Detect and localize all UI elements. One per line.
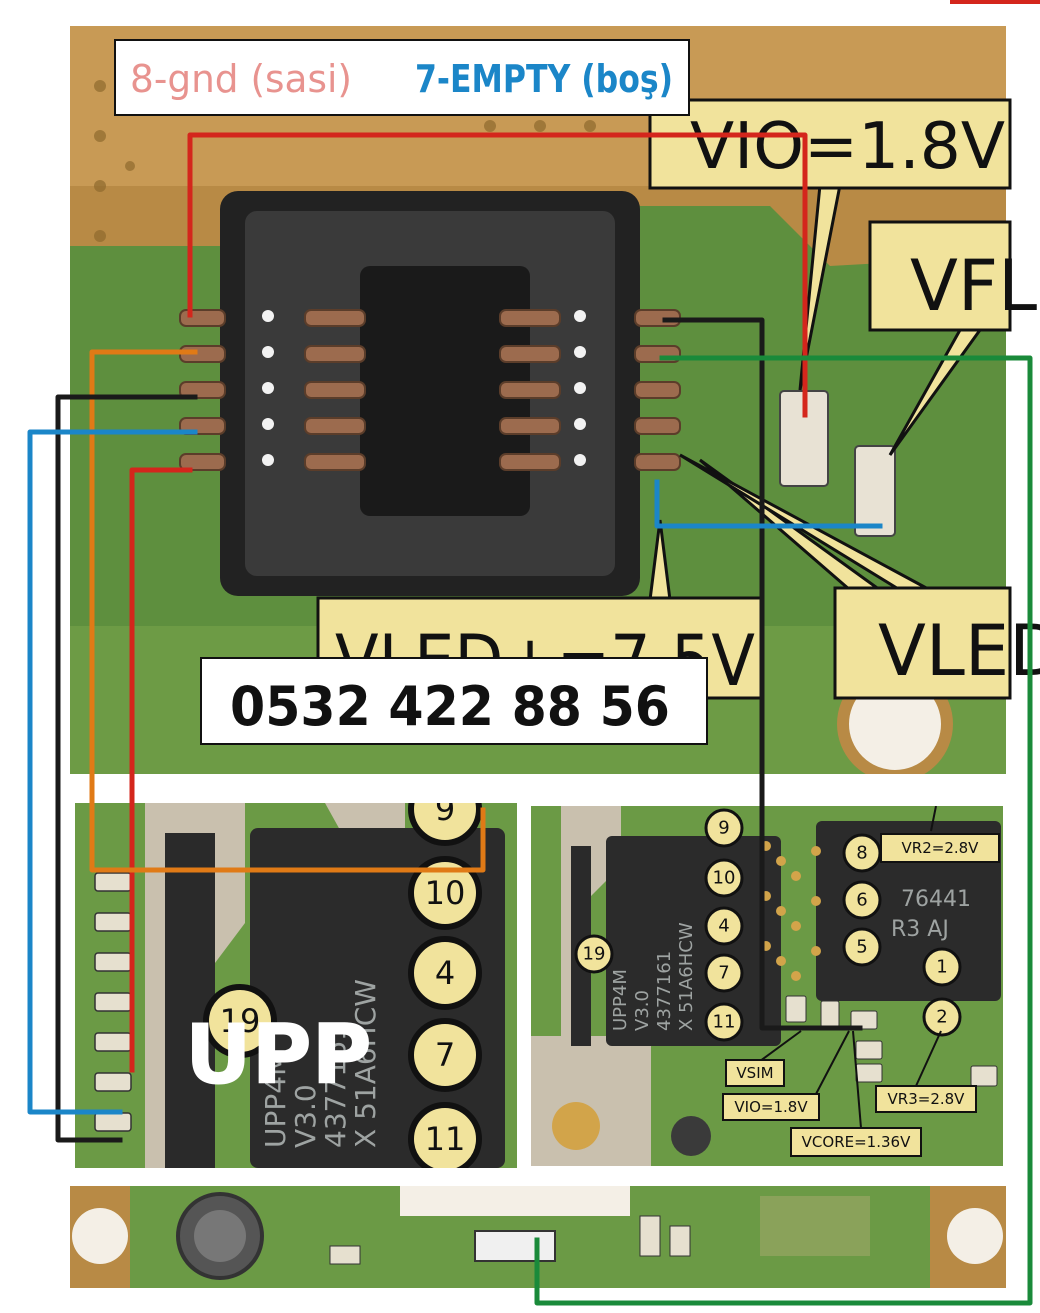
wire-orange — [89, 349, 486, 873]
wire-black-left — [55, 394, 198, 1143]
chip-marking-1: UPP4M — [259, 1052, 292, 1148]
label-vr2: VR2=2.8V — [902, 839, 980, 857]
vled-label: VLED — [878, 610, 1040, 692]
upp-pin-10: 10 — [425, 874, 466, 912]
r-pin-19: 19 — [583, 944, 606, 965]
pmic-marking-1: 76441 — [901, 887, 971, 912]
chip-marking-2: V3.0 — [289, 1084, 322, 1148]
upp-pin-7: 7 — [435, 1036, 455, 1074]
label-vsim: VSIM — [736, 1064, 773, 1082]
chip-marking-4: X 51A6HCW — [349, 979, 382, 1148]
label-vcore: VCORE=1.36V — [802, 1133, 911, 1151]
r-pin-9: 9 — [718, 818, 729, 839]
wire-green — [534, 355, 1033, 1306]
r-pin-10: 10 — [713, 868, 736, 889]
vfl-label: VFL — [910, 245, 1037, 327]
wire-red-top — [187, 132, 808, 418]
pmic-pin-1: 1 — [936, 957, 947, 978]
pmic-pin-2: 2 — [936, 1007, 947, 1028]
wire-blue-right — [654, 479, 883, 529]
upp-pin-4: 4 — [435, 954, 455, 992]
corner-mark — [950, 0, 1040, 4]
r-pin-11: 11 — [713, 1012, 736, 1033]
chip-marking-3: 4377161 — [319, 1023, 352, 1148]
upp-pin-9: 9 — [435, 803, 455, 828]
chip-r-marking-2: V3.0 — [632, 990, 653, 1031]
label-vr3: VR3=2.8V — [888, 1090, 966, 1108]
phone-box — [200, 657, 708, 745]
wire-red-left — [129, 467, 193, 1073]
legend-gnd: 8-gnd (sasi) — [130, 57, 352, 101]
legend-box — [114, 39, 690, 116]
label-vio-small: VIO=1.8V — [734, 1098, 808, 1116]
vio-label-box — [648, 98, 1012, 190]
legend-empty: 7-EMPTY (boş) — [415, 57, 673, 101]
upp-photo-left: UPP4M V3.0 4377161 X 51A6HCW 9 10 4 7 — [75, 803, 517, 1168]
phone-number: 0532 422 88 56 — [230, 675, 670, 738]
r-pin-7: 7 — [718, 963, 729, 984]
upp-pin-circles — [203, 803, 482, 1168]
wire-black-right — [662, 317, 863, 1031]
pmic-pin-5: 5 — [856, 937, 867, 958]
pmic-pin-6: 6 — [856, 890, 867, 911]
wire-blue-left — [27, 429, 198, 1115]
upp-photo-right: UPP4M V3.0 4377161 X 51A6HCW 76441 R3 AJ — [531, 806, 1003, 1166]
vio-label: VIO=1.8V — [690, 110, 1005, 184]
pmic-pin-8: 8 — [856, 843, 867, 864]
chip-r-marking-3: 4377161 — [654, 951, 675, 1031]
chip-r-marking-4: X 51A6HCW — [676, 922, 697, 1031]
upp-pin-11: 11 — [425, 1120, 466, 1158]
upp-title: UPP — [185, 1008, 372, 1103]
pmic-marking-2: R3 AJ — [891, 917, 949, 942]
chip-r-marking-1: UPP4M — [610, 969, 631, 1031]
r-pin-4: 4 — [718, 916, 729, 937]
upp-pin-19: 19 — [220, 1002, 261, 1040]
